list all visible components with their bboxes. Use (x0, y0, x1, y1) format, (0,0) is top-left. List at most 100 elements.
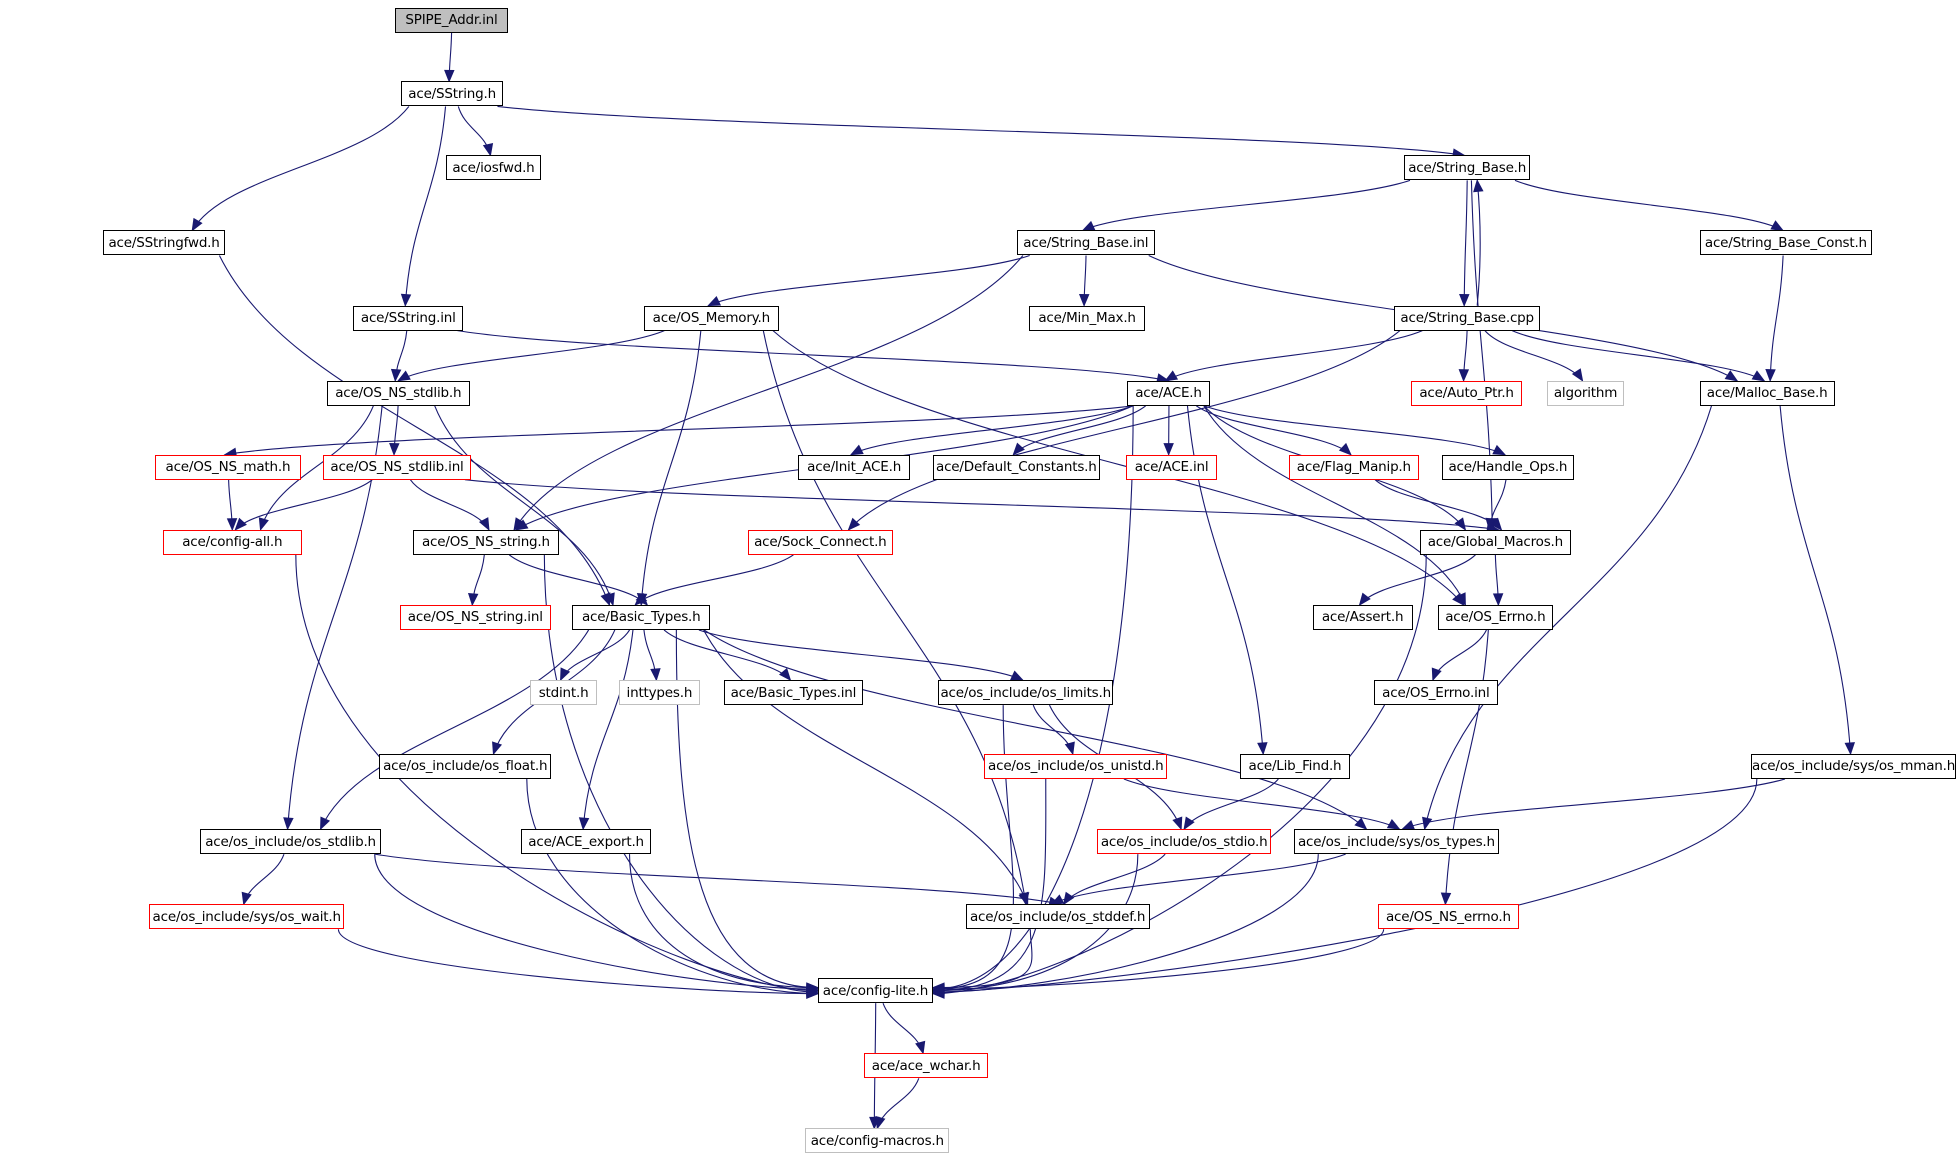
node-config-lite-h[interactable]: ace/config-lite.h (817, 978, 934, 1004)
node-init-ace-h[interactable]: ace/Init_ACE.h (797, 454, 911, 480)
arrowhead-icon (1492, 444, 1507, 456)
edge-os-ns-string-h-to-basic-types-h (508, 554, 648, 606)
node-iosfwd-h[interactable]: ace/iosfwd.h (445, 155, 542, 181)
node-ace-inl[interactable]: ace/ACE.inl (1125, 454, 1218, 480)
arrowhead-icon (397, 370, 411, 382)
edge-sstring-h-to-sstring-inl (404, 106, 447, 306)
node-ace-export-h[interactable]: ace/ACE_export.h (520, 829, 652, 855)
edge-string-base-h-to-string-base-inl (1082, 179, 1411, 231)
node-label: ace/os_include/os_stdio.h (1100, 833, 1268, 850)
arrowhead-icon (226, 518, 238, 532)
edge-basic-types-h-to-config-lite-h (675, 629, 818, 989)
edge-basic-types-h-to-os-types-h (703, 629, 1367, 830)
node-label: ace/ACE_export.h (528, 833, 644, 850)
edge-string-base-h-to-string-base-const-h (1514, 179, 1784, 231)
node-label: ace/Global_Macros.h (1427, 534, 1564, 551)
node-auto-ptr-h[interactable]: ace/Auto_Ptr.h (1411, 380, 1522, 406)
node-os-ns-errno-h[interactable]: ace/OS_NS_errno.h (1377, 904, 1520, 930)
node-os-limits-h[interactable]: ace/os_include/os_limits.h (938, 680, 1114, 706)
node-sstringfwd-h[interactable]: ace/SStringfwd.h (102, 230, 226, 256)
node-default-constants-h[interactable]: ace/Default_Constants.h (933, 454, 1100, 480)
node-global-macros-h[interactable]: ace/Global_Macros.h (1420, 529, 1571, 555)
edge-os-float-h-to-config-lite-h (526, 778, 818, 995)
arrowhead-icon (1050, 894, 1065, 905)
node-os-mman-h[interactable]: ace/os_include/sys/os_mman.h (1750, 753, 1957, 779)
node-os-stdio-h[interactable]: ace/os_include/os_stdio.h (1097, 829, 1272, 855)
node-os-ns-string-h[interactable]: ace/OS_NS_string.h (413, 529, 559, 555)
edge-os-stdio-h-to-os-stddef-h (1063, 853, 1166, 905)
node-string-base-const-h[interactable]: ace/String_Base_Const.h (1699, 230, 1873, 256)
node-os-memory-h[interactable]: ace/OS_Memory.h (643, 305, 779, 331)
edge-os-ns-string-h-to-config-lite-h (543, 554, 818, 993)
edge-malloc-base-h-to-os-mman-h (1779, 405, 1852, 754)
edge-config-all-h-to-config-lite-h (295, 554, 818, 992)
node-os-errno-h[interactable]: ace/OS_Errno.h (1437, 604, 1553, 630)
edge-os-ns-stdlib-h-to-basic-types-h (434, 405, 614, 606)
node-os-types-h[interactable]: ace/os_include/sys/os_types.h (1293, 829, 1500, 855)
arrowhead-icon (1770, 220, 1785, 232)
arrowhead-icon (1844, 742, 1856, 756)
arrowhead-icon (1492, 593, 1504, 607)
node-os-ns-string-inl[interactable]: ace/OS_NS_string.inl (399, 604, 552, 630)
arrowhead-icon (1386, 818, 1401, 830)
node-label: inttypes.h (626, 684, 693, 701)
node-os-unistd-h[interactable]: ace/os_include/os_unistd.h (984, 753, 1168, 779)
node-os-wait-h[interactable]: ace/os_include/sys/os_wait.h (149, 904, 345, 930)
arrowhead-icon (1338, 442, 1352, 456)
node-string-base-inl[interactable]: ace/String_Base.inl (1016, 230, 1155, 256)
edge-os-stdlib-h-to-config-lite-h (374, 854, 818, 990)
edge-ace-h-to-config-lite-h (933, 405, 1134, 990)
edge-sstring-h-to-string-base-h (497, 105, 1465, 156)
arrowhead-icon (578, 817, 590, 831)
node-basic-types-h[interactable]: ace/Basic_Types.h (572, 604, 711, 630)
node-label: ace/SString.inl (360, 310, 456, 327)
arrowhead-icon (707, 295, 722, 307)
arrowhead-icon (241, 891, 252, 906)
node-os-errno-inl[interactable]: ace/OS_Errno.inl (1373, 680, 1498, 706)
node-os-ns-math-h[interactable]: ace/OS_NS_math.h (155, 454, 301, 480)
arrowhead-icon (634, 593, 648, 606)
node-os-ns-stdlib-h[interactable]: ace/OS_NS_stdlib.h (326, 380, 470, 406)
arrowhead-icon (258, 517, 269, 532)
arrowhead-icon (1012, 442, 1025, 456)
node-label: algorithm (1553, 385, 1618, 402)
node-basic-types-inl[interactable]: ace/Basic_Types.inl (723, 680, 863, 706)
node-malloc-base-h[interactable]: ace/Malloc_Base.h (1699, 380, 1835, 406)
node-assert-h[interactable]: ace/Assert.h (1312, 604, 1413, 630)
arrowhead-icon (1081, 220, 1096, 231)
node-os-stddef-h[interactable]: ace/os_include/os_stddef.h (965, 904, 1150, 930)
node-algorithm: algorithm (1546, 380, 1625, 406)
node-label: ace/os_include/sys/os_mman.h (1752, 758, 1956, 775)
node-lib-find-h[interactable]: ace/Lib_Find.h (1239, 753, 1351, 779)
node-sstring-inl[interactable]: ace/SString.inl (353, 305, 464, 331)
node-label: ace/Default_Constants.h (936, 459, 1097, 476)
arrowhead-icon (1163, 443, 1174, 456)
node-ace-wchar-h[interactable]: ace/ace_wchar.h (864, 1053, 989, 1079)
arrowhead-icon (1358, 592, 1371, 606)
edge-os-errno-h-to-os-errno-inl (1432, 629, 1487, 681)
node-string-base-h[interactable]: ace/String_Base.h (1403, 155, 1531, 181)
node-handle-ops-h[interactable]: ace/Handle_Ops.h (1441, 454, 1575, 480)
node-os-ns-stdlib-inl[interactable]: ace/OS_NS_stdlib.inl (323, 454, 471, 480)
arrowhead-icon (1010, 670, 1024, 681)
node-string-base-cpp[interactable]: ace/String_Base.cpp (1393, 305, 1541, 331)
node-os-float-h[interactable]: ace/os_include/os_float.h (379, 753, 552, 779)
node-os-stdlib-h[interactable]: ace/os_include/os_stdlib.h (200, 829, 381, 855)
edge-string-base-inl-to-os-ns-string-h (513, 255, 1024, 531)
node-sstring-h[interactable]: ace/SString.h (400, 81, 504, 107)
edge-sstring-inl-to-ace-h (457, 330, 1169, 382)
node-config-all-h[interactable]: ace/config-all.h (162, 529, 302, 555)
node-ace-h[interactable]: ace/ACE.h (1127, 380, 1210, 406)
edge-os-stddef-h-to-config-lite-h (933, 929, 1033, 989)
node-sock-connect-h[interactable]: ace/Sock_Connect.h (747, 529, 893, 555)
arrowhead-icon (1454, 517, 1467, 531)
node-label: ace/os_include/os_unistd.h (988, 758, 1164, 775)
node-min-max-h[interactable]: ace/Min_Max.h (1029, 305, 1145, 331)
node-inttypes-h: inttypes.h (618, 680, 701, 706)
node-flag-manip-h[interactable]: ace/Flag_Manip.h (1288, 454, 1419, 480)
node-label: ace/OS_NS_math.h (165, 459, 291, 476)
arrowhead-icon (492, 741, 503, 756)
edge-os-memory-h-to-os-ns-stdlib-h (397, 330, 665, 382)
node-label: ace/OS_Errno.h (1445, 609, 1546, 626)
node-label: ace/Assert.h (1321, 609, 1404, 626)
